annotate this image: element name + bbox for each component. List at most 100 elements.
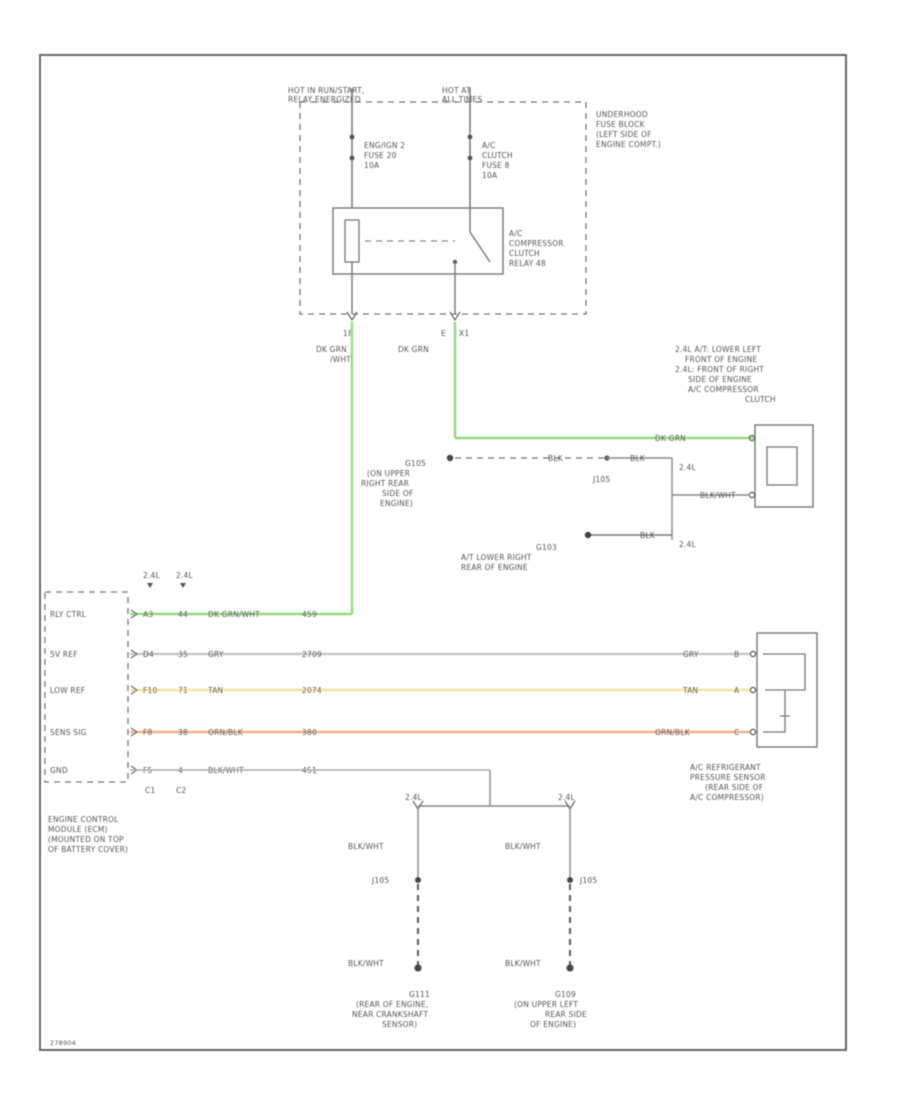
sensor-pin-label-c: C — [734, 728, 739, 737]
ground-g105-label: G105 (ON UPPER RIGHT REAR SIDE OF ENGINE… — [361, 459, 426, 508]
blk-label-2: BLK — [630, 454, 646, 463]
engine-2-4l-label-b: 2.4L — [679, 540, 697, 549]
svg-text:FRONT OF ENGINE: FRONT OF ENGINE — [685, 355, 757, 364]
ecm-row-pin-c1: F10 — [143, 686, 157, 695]
fuse1-bottom-node — [349, 155, 355, 161]
fuse1-top-node — [349, 134, 355, 140]
j105-label: J105 — [592, 475, 610, 484]
ecm-header-arrow-1 — [147, 583, 153, 588]
ground-g109 — [566, 964, 574, 972]
compressor-ground-wire-label: BLK/WHT — [700, 491, 736, 500]
ground-g105 — [446, 454, 454, 462]
blk-label-3: BLK — [640, 531, 656, 540]
sensor-pin-label-b: B — [734, 650, 739, 659]
connector-arrow-right — [449, 311, 461, 322]
gnd-right-blk-wht: BLK/WHT — [505, 842, 541, 851]
ac-compressor-clutch — [754, 424, 814, 508]
svg-text:2.4L A/T: LOWER LEFT: 2.4L A/T: LOWER LEFT — [675, 345, 761, 354]
svg-text:HOT IN RUN/START,: HOT IN RUN/START, — [288, 86, 364, 95]
svg-text:10A: 10A — [482, 171, 498, 180]
svg-text:G103: G103 — [536, 543, 557, 552]
ecm-row-pin-c1: F8 — [143, 728, 153, 737]
svg-text:(ON UPPER: (ON UPPER — [367, 469, 410, 478]
ecm-row-pin-c2: 35 — [178, 650, 188, 659]
svg-text:CLUTCH: CLUTCH — [745, 395, 776, 404]
svg-text:CLUTCH: CLUTCH — [509, 249, 540, 258]
svg-text:G109: G109 — [555, 990, 576, 999]
svg-text:RELAY 48: RELAY 48 — [509, 259, 546, 268]
ecm-header-arrow-2 — [180, 583, 186, 588]
sensor-pin-c — [749, 728, 757, 736]
svg-text:G105: G105 — [405, 459, 426, 468]
underhood-fuse-block-outline — [299, 101, 587, 315]
gnd-branch-right-label: 2.4L — [558, 793, 576, 802]
gnd-left-blk-wht: BLK/WHT — [348, 842, 384, 851]
gnd-left-j105: J105 — [371, 876, 389, 885]
svg-text:REAR OF ENGINE: REAR OF ENGINE — [461, 563, 528, 572]
svg-text:ENGINE COMPT.): ENGINE COMPT.) — [596, 140, 661, 149]
ecm-connector-c1: C1 — [145, 786, 155, 795]
svg-text:A/C REFRIGERANT: A/C REFRIGERANT — [690, 763, 761, 772]
pressure-sensor-label: A/C REFRIGERANT PRESSURE SENSOR (REAR SI… — [690, 763, 766, 802]
svg-text:10A: 10A — [364, 161, 380, 170]
ground-g103-label: G103 A/T LOWER RIGHT REAR OF ENGINE — [461, 543, 557, 572]
ecm-row-circuit: 2709 — [302, 650, 322, 659]
ecm-row-label: GND — [50, 766, 68, 775]
svg-text:(REAR SIDE OF: (REAR SIDE OF — [705, 783, 763, 792]
wire-dk-grn-wht-label: DK GRN /WHT — [316, 345, 351, 364]
diagram-frame — [39, 54, 847, 1051]
fuse2-top-node — [467, 134, 473, 140]
svg-text:UNDERHOOD: UNDERHOOD — [596, 110, 648, 119]
sensor-pin-b — [749, 650, 757, 658]
svg-text:SIDE OF ENGINE: SIDE OF ENGINE — [688, 375, 752, 384]
ecm-row-label: 5V REF — [50, 650, 78, 659]
svg-text:G111: G111 — [409, 990, 430, 999]
svg-text:MODULE (ECM): MODULE (ECM) — [48, 825, 108, 834]
fuse1-label: ENG/IGN 2 FUSE 20 10A — [364, 141, 405, 170]
ecm-label: ENGINE CONTROL MODULE (ECM) (MOUNTED ON … — [48, 815, 128, 854]
fuse2-bottom-node — [467, 155, 473, 161]
svg-text:A/C: A/C — [482, 141, 496, 150]
ecm-row-pin-c2: 38 — [178, 728, 188, 737]
svg-text:REAR SIDE: REAR SIDE — [545, 1010, 587, 1019]
sensor-internal — [763, 653, 806, 733]
svg-text:OF BATTERY COVER): OF BATTERY COVER) — [48, 845, 128, 854]
sensor-wire-gry: GRY — [683, 650, 699, 659]
svg-text:(REAR OF ENGINE,: (REAR OF ENGINE, — [356, 1000, 429, 1009]
svg-text:/WHT: /WHT — [330, 355, 351, 364]
gnd-left-splice — [415, 877, 421, 883]
sensor-wire-orn-blk: ORN/BLK — [655, 728, 691, 737]
gnd-right-splice — [567, 877, 573, 883]
sensor-pin-a — [749, 686, 757, 694]
ecm-row-wire-color: GRY — [208, 650, 224, 659]
gnd-right-j105: J105 — [579, 876, 597, 885]
ecm-row-wire-color: TAN — [207, 686, 223, 695]
ecm-row-wire-color: ORN/BLK — [208, 728, 244, 737]
blk-label-1: BLK — [548, 454, 564, 463]
svg-text:FUSE BLOCK: FUSE BLOCK — [596, 120, 646, 129]
gnd-right-blk-wht-2: BLK/WHT — [505, 959, 541, 968]
ground-g111 — [414, 964, 422, 972]
ecm-row-pin-c2: 44 — [178, 610, 188, 619]
svg-text:(LEFT SIDE OF: (LEFT SIDE OF — [596, 130, 652, 139]
ecm-pin-arrow — [130, 649, 138, 659]
compressor-location-label: 2.4L A/T: LOWER LEFT FRONT OF ENGINE 2.4… — [675, 345, 776, 404]
svg-text:DK GRN: DK GRN — [316, 345, 347, 354]
svg-text:SENSOR): SENSOR) — [382, 1020, 417, 1029]
sensor-pin-label-a: A — [734, 686, 740, 695]
svg-text:A/C COMPRESSOR): A/C COMPRESSOR) — [690, 793, 764, 802]
svg-text:FUSE 8: FUSE 8 — [482, 161, 510, 170]
gnd-split-arrow-left — [412, 800, 424, 811]
gnd-branch-left-label: 2.4L — [405, 793, 423, 802]
pin-e: E — [441, 329, 446, 338]
hot-at-all-times-label: HOT AT ALL TIMES — [442, 86, 482, 104]
svg-text:RIGHT REAR: RIGHT REAR — [361, 479, 409, 488]
svg-text:CLUTCH: CLUTCH — [482, 151, 513, 160]
pin-18: 18 — [343, 329, 353, 338]
ecm-pin-arrow — [130, 685, 138, 695]
ecm-connector-c2: C2 — [176, 786, 186, 795]
ecm-pin-arrow — [130, 609, 138, 619]
svg-text:OF ENGINE): OF ENGINE) — [530, 1020, 576, 1029]
